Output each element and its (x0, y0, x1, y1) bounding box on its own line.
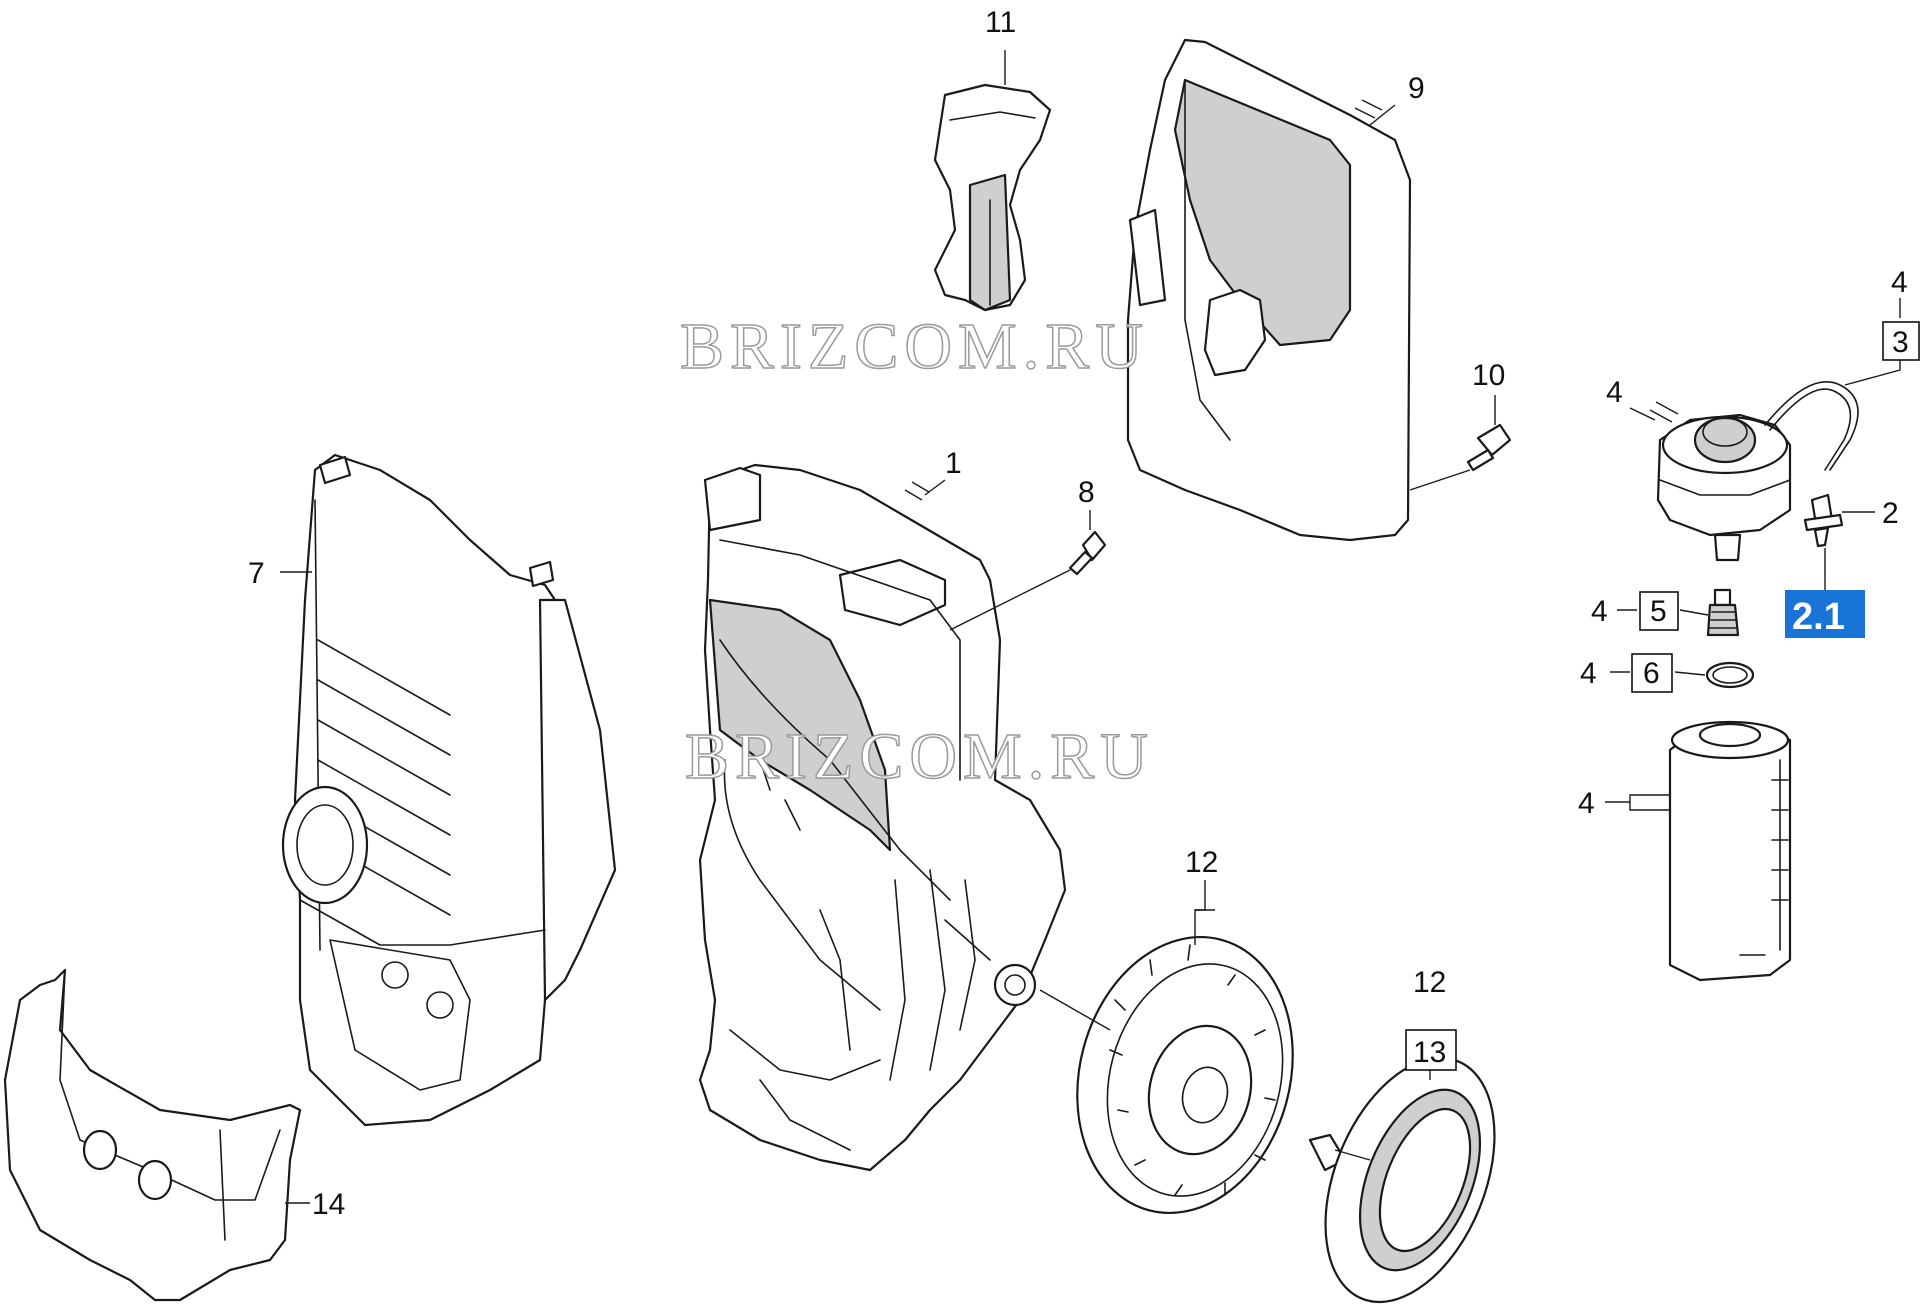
callout-8: 8 (1078, 476, 1095, 509)
callout-1: 1 (945, 447, 962, 480)
watermark-middle: BRIZCOM.RU (685, 720, 1154, 793)
watermarks: BRIZCOM.RU BRIZCOM.RU (679, 309, 1154, 794)
part-2-fitting (1803, 493, 1844, 548)
watermark-top: BRIZCOM.RU (680, 310, 1149, 383)
callout-12-wheel: 12 (1185, 846, 1218, 879)
callout-4-ring: 4 (1580, 657, 1597, 690)
part-7-front-cover (281, 453, 617, 1127)
callout-2: 2 (1882, 497, 1899, 530)
part-4-detergent-tank (1668, 720, 1792, 982)
part-13-hub-cap (1324, 1056, 1496, 1304)
part-3-hose (1764, 381, 1859, 471)
callout-6: 6 (1643, 657, 1660, 690)
callout-10: 10 (1472, 359, 1505, 392)
callout-2-1: 2.1 (1792, 596, 1845, 638)
callout-9: 9 (1408, 72, 1425, 105)
part-14-lower-panel (3, 968, 302, 1302)
part-12-wheel (1076, 935, 1294, 1215)
callout-13: 13 (1413, 1036, 1446, 1069)
callout-5-box (1639, 591, 1679, 631)
callout-7: 7 (248, 557, 265, 590)
part-9-handle-frame (1126, 38, 1412, 542)
callout-13-box (1405, 1029, 1457, 1071)
callout-4-tank: 4 (1578, 787, 1595, 820)
part-5-filter (1706, 588, 1740, 637)
callout-2-1-highlight (1785, 590, 1865, 638)
callout-5: 5 (1650, 595, 1667, 628)
part-6-o-ring (1705, 661, 1755, 689)
part-8-screw (1068, 530, 1107, 576)
part-11-handle-grip (933, 83, 1052, 312)
leader-lines (280, 50, 1901, 1204)
callout-11: 11 (985, 6, 1016, 39)
part-4-detergent-cap (1656, 413, 1792, 562)
callout-4-filter: 4 (1591, 595, 1608, 628)
callout-14: 14 (312, 1188, 345, 1221)
callout-3-box (1882, 321, 1920, 361)
part-1-main-housing (698, 463, 1067, 1172)
callout-4-cap: 4 (1606, 376, 1623, 409)
callout-4-top: 4 (1891, 266, 1908, 299)
callout-3: 3 (1892, 326, 1909, 359)
callout-labels: 11 9 10 1 8 7 14 12 12 13 4 3 4 2 2.1 4 … (248, 6, 1920, 1221)
part-10-screw (1466, 423, 1512, 472)
callout-12-cap: 12 (1413, 966, 1446, 999)
callout-6-box (1631, 653, 1673, 693)
